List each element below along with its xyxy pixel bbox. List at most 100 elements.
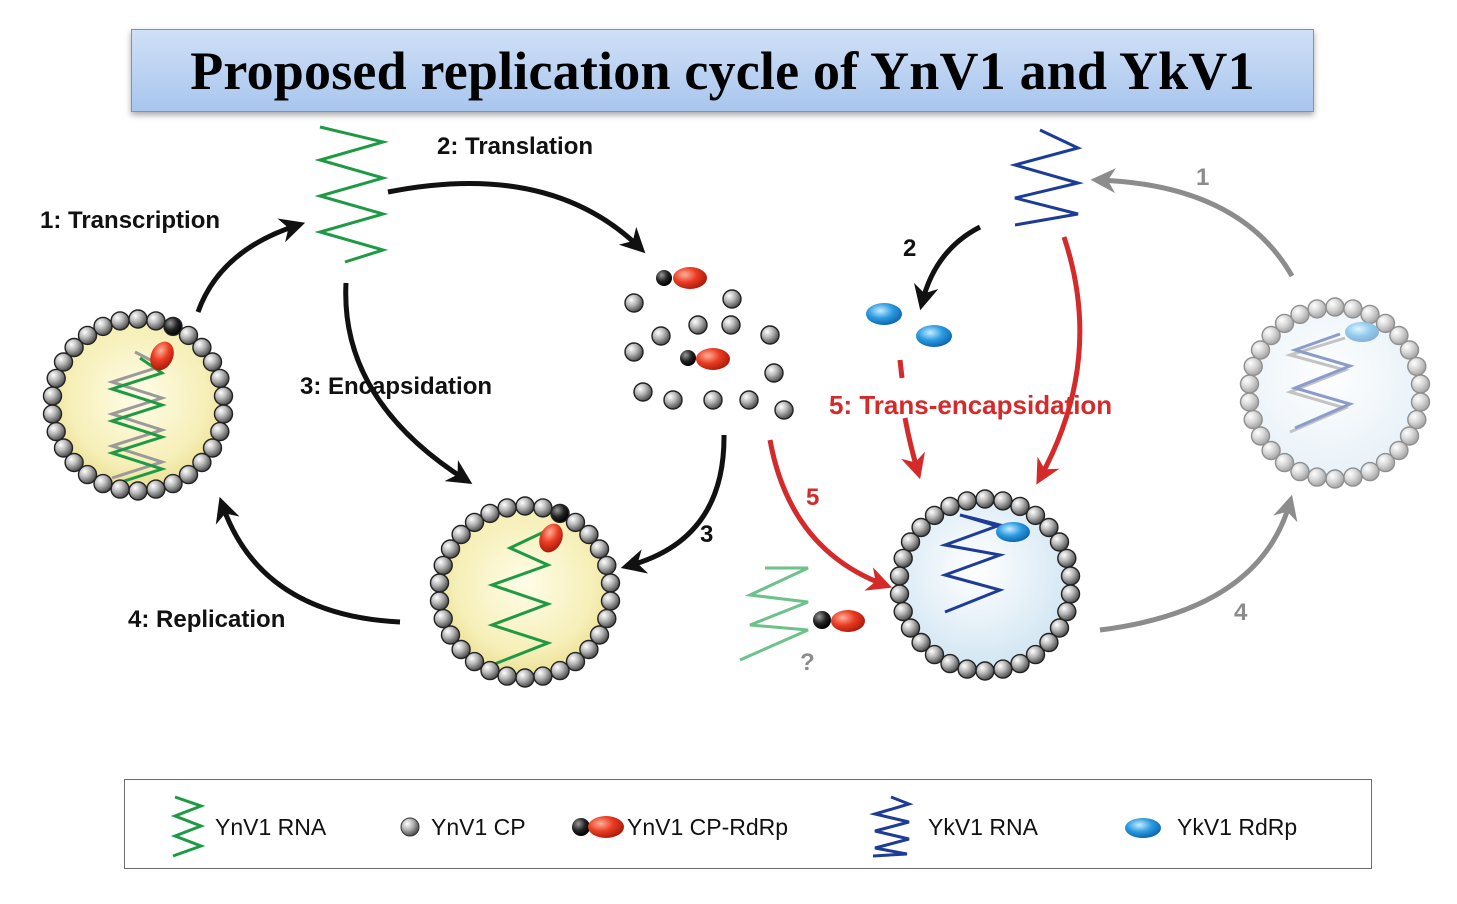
capsid-bead xyxy=(889,584,910,604)
label-encapsidation: 3: Encapsidation xyxy=(300,373,492,400)
capsid-bead xyxy=(480,503,500,524)
ynv1-rna-faded-icon xyxy=(739,566,809,662)
capsid-bead xyxy=(1057,548,1077,569)
capsid-bead xyxy=(128,481,148,501)
capsid-bead xyxy=(64,452,84,473)
title-banner: Proposed replication cycle of YnV1 and Y… xyxy=(131,29,1314,112)
capsid-bead xyxy=(46,421,66,442)
capsid-bead xyxy=(1243,356,1263,377)
capsid-bead xyxy=(1290,461,1310,482)
capsid-bead xyxy=(1025,644,1046,665)
capsid-bead xyxy=(1375,452,1396,473)
ykv1-rdrp-icon xyxy=(996,522,1030,542)
capsid-bead xyxy=(1025,505,1046,526)
capsid-bead xyxy=(1407,409,1427,430)
capsid-bead xyxy=(1239,374,1260,394)
capsid-bead xyxy=(515,496,535,516)
capsid-bead xyxy=(924,505,945,526)
cp-bead xyxy=(688,315,708,335)
ynv1-cp-rdrp-legend-icon xyxy=(572,816,624,838)
capsid-bead xyxy=(163,473,183,494)
cp-bead xyxy=(722,289,742,309)
ykv1-particle-transencapsidated xyxy=(889,489,1081,681)
capsid-bead xyxy=(77,325,98,346)
capsid-bead xyxy=(911,517,931,538)
cp-bead xyxy=(760,325,780,345)
capsid-bead xyxy=(210,368,230,389)
capsid-bead xyxy=(597,555,617,576)
capsid-bead xyxy=(1060,566,1081,586)
capsid-bead xyxy=(1389,440,1409,461)
label-step3: 3 xyxy=(700,521,713,548)
cp-bead xyxy=(663,390,683,410)
capsid-bead xyxy=(600,573,621,593)
cp-rdrp-icon xyxy=(680,348,730,370)
arrow-step3-from-cluster xyxy=(620,434,727,574)
capsid-bead xyxy=(53,352,74,372)
capsid-bead xyxy=(1010,496,1030,517)
capsid-bead xyxy=(497,666,517,686)
capsid-bead xyxy=(1250,426,1271,446)
capsid-bead xyxy=(893,601,913,622)
capsid-bead xyxy=(1250,340,1271,360)
capsid-bead xyxy=(1389,325,1409,346)
capsid-bead xyxy=(213,386,234,406)
capsid-bead xyxy=(1010,653,1030,674)
capsid-bead xyxy=(1307,299,1327,319)
capsid-bead xyxy=(1243,409,1263,430)
capsid-bead xyxy=(1343,299,1363,319)
capsid-bead xyxy=(1360,461,1380,482)
capsid-bead xyxy=(440,539,461,559)
label-transcription: 1: Transcription xyxy=(40,207,220,234)
arrow-encapsidation xyxy=(343,282,473,485)
capsid-bead xyxy=(163,316,183,337)
capsid-bead xyxy=(464,512,485,533)
capsid-bead xyxy=(993,491,1013,511)
label-step5: 5 xyxy=(806,484,819,511)
capsid-bead xyxy=(1399,426,1420,446)
ykv1-particle-faded xyxy=(1239,297,1431,489)
capsid-bead xyxy=(515,668,535,688)
cp-bead xyxy=(651,326,671,346)
capsid-bead xyxy=(993,659,1013,679)
replication-cycle-diagram: 1: Transcription 2: Translation 3: Encap… xyxy=(40,125,1431,688)
capsid-bead xyxy=(93,473,113,494)
capsid-bead xyxy=(924,644,945,665)
ykv1-rna-legend-icon xyxy=(869,795,913,858)
capsid-bead xyxy=(213,404,234,424)
label-yk-step2: 2 xyxy=(903,235,916,262)
capsid-bead xyxy=(146,479,166,499)
capsid-bead xyxy=(600,591,621,611)
capsid-bead xyxy=(940,496,960,517)
cp-bead xyxy=(764,363,784,383)
capsid-bead xyxy=(146,311,166,331)
cp-bead xyxy=(633,382,653,402)
capsid-bead xyxy=(957,491,977,511)
capsid-bead xyxy=(178,464,199,485)
capsid-bead xyxy=(429,573,450,593)
capsid-bead xyxy=(202,438,223,458)
legend-ynv1-cp-rdrp: YnV1 CP-RdRp xyxy=(627,814,789,840)
capsid-bead xyxy=(433,555,453,576)
ynv1-rna-icon xyxy=(314,125,389,264)
ynv1-rna-legend-icon xyxy=(170,795,206,858)
capsid-bead xyxy=(110,479,130,499)
ykv1-rdrp-legend-icon xyxy=(1125,818,1161,838)
capsid-bead xyxy=(93,316,113,337)
capsid-bead xyxy=(1407,356,1427,377)
arrow-translation xyxy=(387,181,646,254)
legend-ynv1-rna: YnV1 RNA xyxy=(215,814,327,840)
rdrp-red-icon xyxy=(539,523,563,553)
capsid-bead xyxy=(550,660,570,681)
diagram-title: Proposed replication cycle of YnV1 and Y… xyxy=(190,40,1255,101)
capsid-bead xyxy=(1039,632,1059,653)
capsid-bead xyxy=(1261,325,1281,346)
capsid-bead xyxy=(1343,467,1363,487)
label-unknown: ? xyxy=(800,649,815,676)
capsid-bead xyxy=(1307,467,1327,487)
capsid-bead xyxy=(940,653,960,674)
capsid-bead xyxy=(1039,517,1059,538)
ynv1-particle-center xyxy=(429,496,621,688)
arrow-trans-encapsidation-5 xyxy=(767,439,893,591)
arrow-yk-step1 xyxy=(1090,168,1295,278)
